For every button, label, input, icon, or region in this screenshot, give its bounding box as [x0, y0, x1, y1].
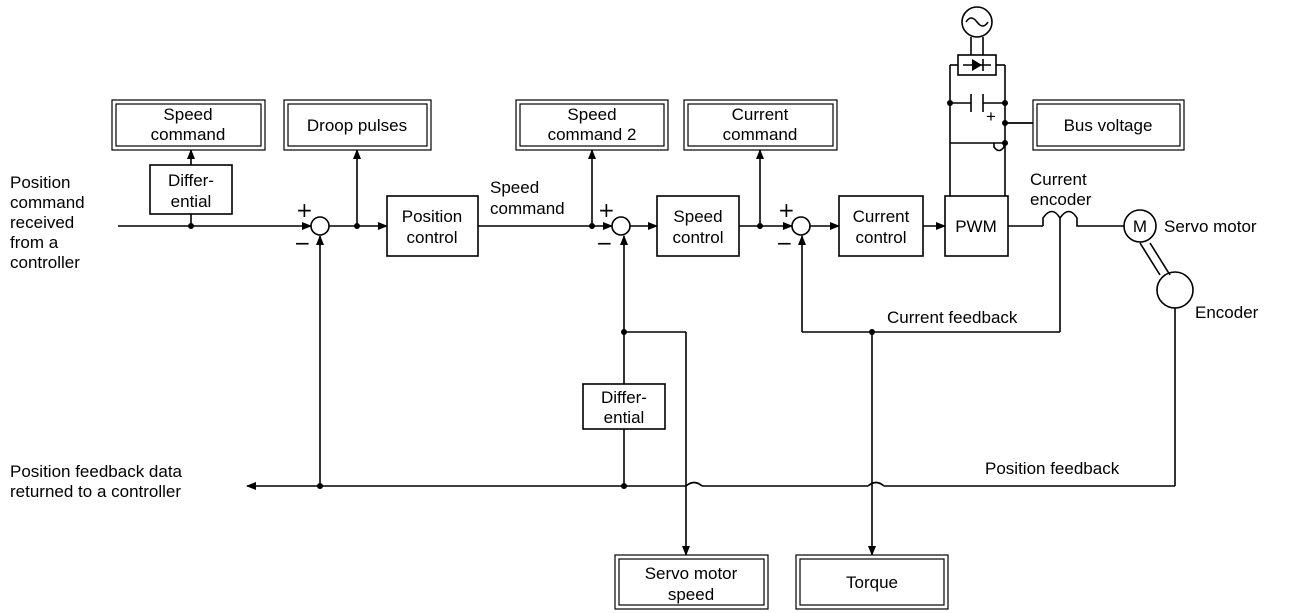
differential-block-mid: Differ- ential [582, 383, 666, 430]
position-feedback-label: Position feedback [985, 459, 1120, 478]
svg-text:command: command [151, 125, 226, 144]
pwm-block: PWM [944, 195, 1009, 257]
svg-text:returned to a controller: returned to a controller [10, 482, 181, 501]
svg-text:Torque: Torque [846, 573, 898, 592]
svg-text:Speed: Speed [673, 207, 722, 226]
svg-text:Position: Position [10, 173, 70, 192]
svg-text:Bus voltage: Bus voltage [1064, 116, 1153, 135]
svg-text:+: + [296, 198, 313, 222]
power-stage: + [947, 6, 1033, 196]
position-command-label: Position command received from a control… [10, 173, 85, 272]
differential-block-top: Differ- ential [149, 164, 233, 215]
svg-text:control: control [406, 228, 457, 247]
motor-icon [1123, 209, 1157, 243]
monitor-torque: Torque [795, 554, 949, 610]
svg-text:−: − [596, 231, 613, 255]
svg-text:Position: Position [402, 207, 462, 226]
svg-text:Speed: Speed [490, 178, 539, 197]
monitor-speed-command: Speed command [111, 99, 266, 151]
svg-text:−: − [776, 231, 793, 255]
monitor-current-command: Current command [683, 99, 838, 151]
svg-text:speed: speed [668, 585, 714, 604]
speed-command-label: Speed command [490, 178, 565, 218]
svg-text:Current: Current [853, 207, 910, 226]
svg-text:Differ-: Differ- [601, 388, 647, 407]
svg-text:received: received [10, 213, 74, 232]
svg-text:PWM: PWM [955, 217, 997, 236]
summing-junction-2: + − [596, 198, 631, 255]
svg-text:Speed: Speed [163, 105, 212, 124]
svg-text:Position feedback data: Position feedback data [10, 462, 183, 481]
capacitor-plus: + [986, 107, 996, 126]
svg-text:+: + [598, 198, 615, 222]
svg-text:Speed: Speed [567, 105, 616, 124]
svg-text:controller: controller [10, 253, 80, 272]
monitor-droop-pulses: Droop pulses [283, 99, 432, 151]
current-control-block: Current control [838, 195, 924, 257]
svg-text:command 2: command 2 [548, 125, 637, 144]
encoder-label: Encoder [1195, 303, 1259, 322]
svg-text:control: control [672, 228, 723, 247]
position-control-block: Position control [386, 195, 479, 257]
svg-text:ential: ential [604, 408, 645, 427]
position-feedback-output-label: Position feedback data returned to a con… [10, 462, 183, 501]
current-feedback-label: Current feedback [887, 308, 1018, 327]
svg-text:command: command [723, 125, 798, 144]
svg-text:Current: Current [732, 105, 789, 124]
svg-text:Droop pulses: Droop pulses [307, 116, 407, 135]
current-encoder-label: Current encoder [1030, 170, 1092, 209]
monitor-bus-voltage: Bus voltage [1032, 99, 1185, 151]
monitor-servo-motor-speed: Servo motor speed [614, 554, 769, 610]
svg-text:from a: from a [10, 233, 59, 252]
svg-text:command: command [10, 193, 85, 212]
current-encoder-icon [1042, 210, 1081, 227]
svg-text:Current: Current [1030, 170, 1087, 189]
encoder-icon [1156, 271, 1194, 309]
svg-text:Differ-: Differ- [168, 171, 214, 190]
speed-control-block: Speed control [656, 195, 740, 257]
svg-text:−: − [294, 231, 311, 255]
svg-text:ential: ential [171, 192, 212, 211]
feedback-paths [246, 226, 1175, 556]
summing-junction-1: + − [294, 198, 330, 255]
servo-motor-label: Servo motor [1164, 217, 1257, 236]
ac-source-icon [961, 6, 993, 38]
monitor-speed-command-2: Speed command 2 [515, 99, 669, 151]
svg-text:encoder: encoder [1030, 190, 1092, 209]
motor-label: M [1133, 217, 1147, 236]
servo-motor: M [1123, 209, 1194, 486]
svg-text:Servo motor: Servo motor [645, 564, 738, 583]
junction-dots [188, 223, 875, 489]
monitor-taps [187, 149, 764, 226]
summing-junction-3: + − [776, 198, 811, 255]
svg-text:control: control [855, 228, 906, 247]
svg-text:+: + [778, 198, 795, 222]
svg-text:command: command [490, 199, 565, 218]
